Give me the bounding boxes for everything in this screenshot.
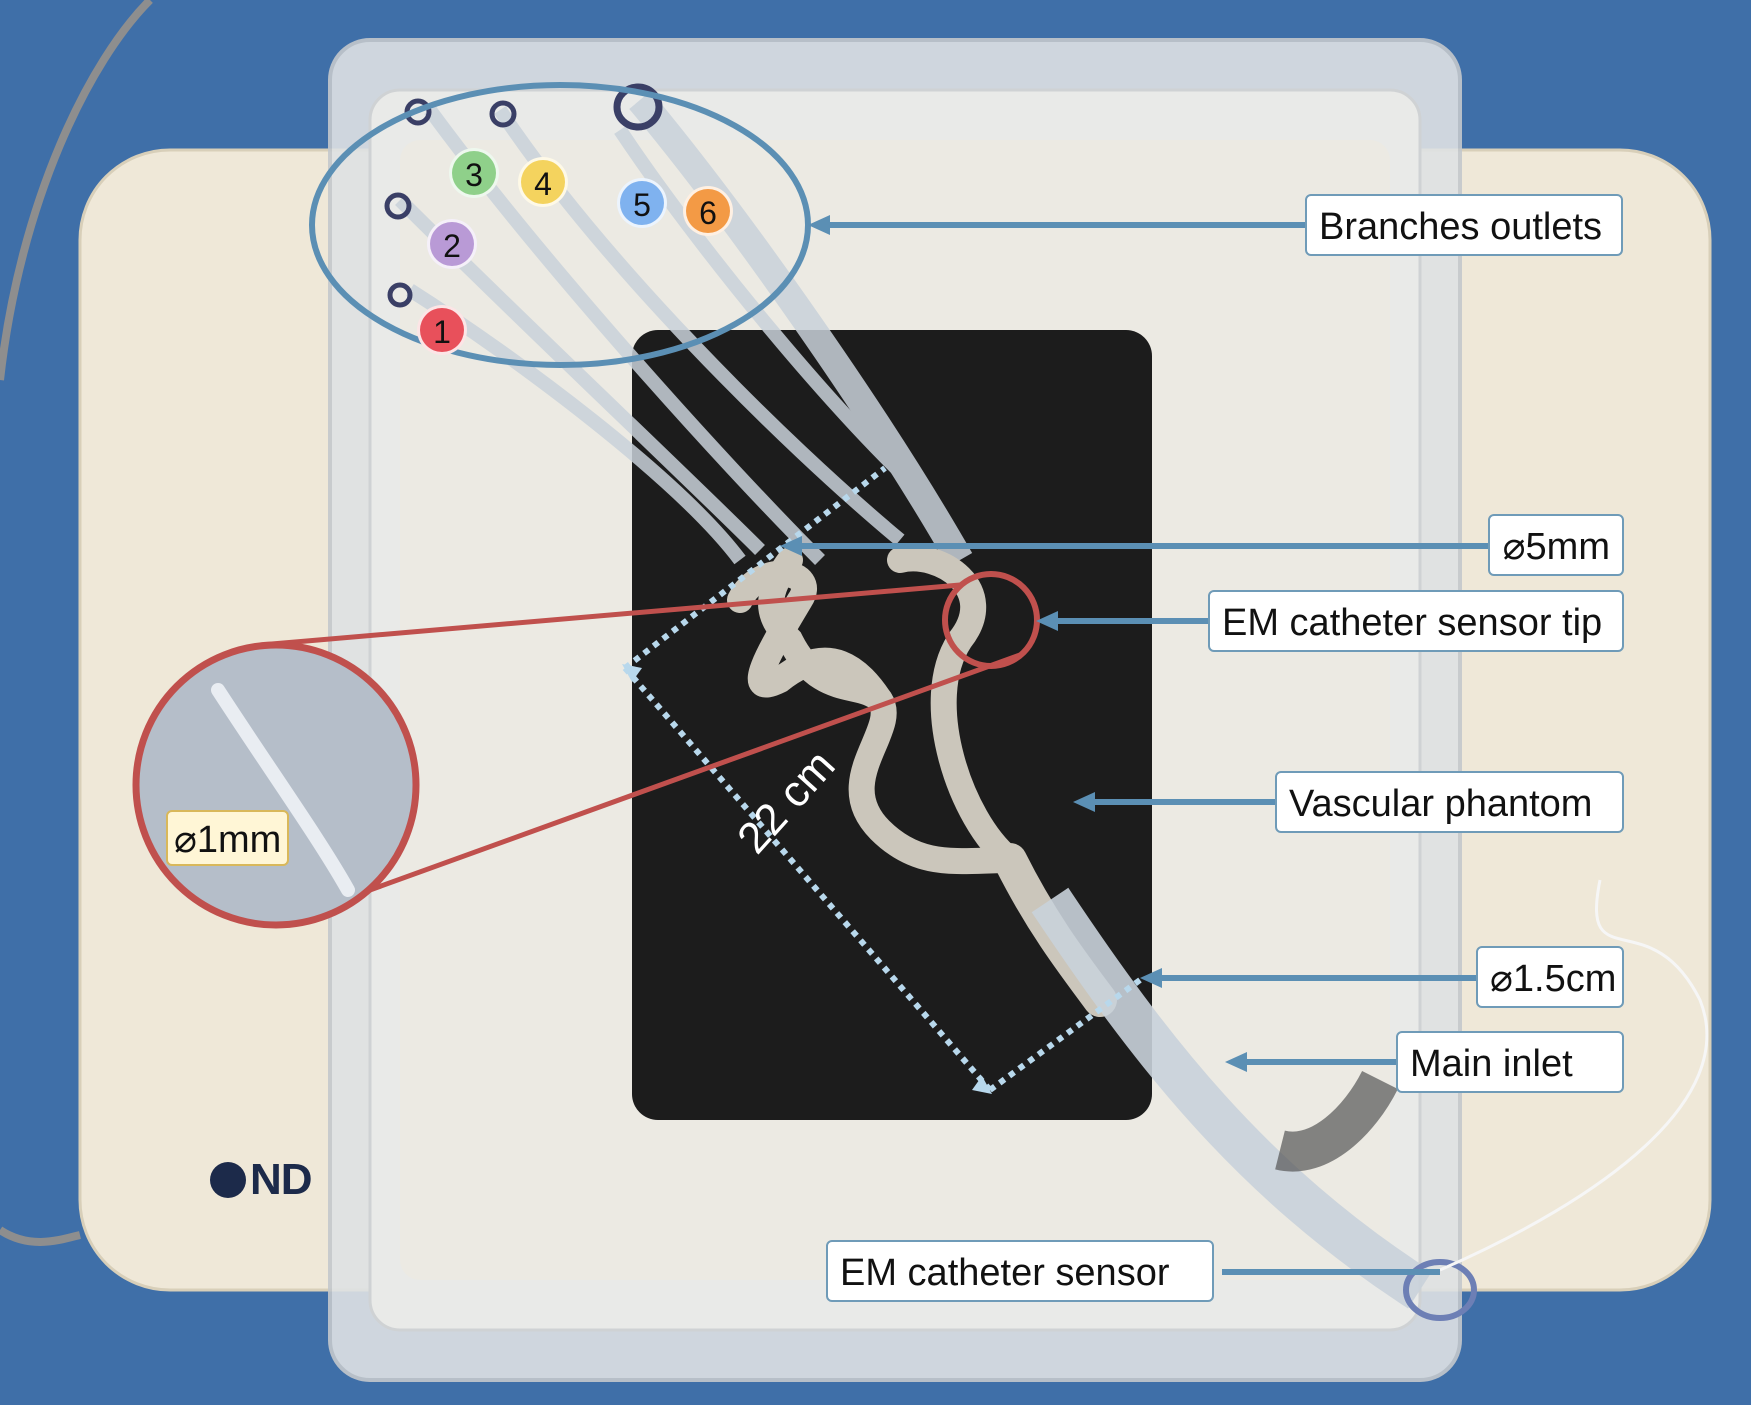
ndi-logo-globe-icon bbox=[210, 1162, 246, 1198]
branch-badge-4: 4 bbox=[518, 157, 568, 207]
callout-arrowheads bbox=[780, 215, 1247, 1072]
label-diameter-5mm: ⌀5mm bbox=[1488, 514, 1624, 576]
label-em-catheter-sensor: EM catheter sensor bbox=[826, 1240, 1214, 1302]
main-inlet-tube bbox=[1031, 887, 1432, 1309]
dimension-arrow-bottom bbox=[972, 1076, 992, 1094]
zoom-line-bottom bbox=[369, 652, 1021, 893]
tape bbox=[1275, 1070, 1398, 1172]
zoomed-catheter bbox=[211, 683, 355, 897]
label-vascular-phantom: Vascular phantom bbox=[1275, 771, 1624, 833]
label-branches-outlets: Branches outlets bbox=[1305, 194, 1623, 256]
tube-ends bbox=[384, 83, 663, 308]
callout-lines bbox=[786, 222, 1488, 1275]
main-inlet-end bbox=[1403, 1259, 1477, 1321]
branch-badge-6: 6 bbox=[683, 186, 733, 236]
cable-bottom bbox=[0, 1226, 81, 1246]
branch-badge-3: 3 bbox=[449, 148, 499, 198]
zoom-line-top bbox=[259, 582, 961, 648]
branch-badge-2: 2 bbox=[427, 219, 477, 269]
catheter-wire bbox=[1439, 879, 1709, 1272]
label-diameter-1-5cm: ⌀1.5cm bbox=[1476, 946, 1624, 1008]
branch-badge-1: 1 bbox=[417, 305, 467, 355]
dimension-arrow-top bbox=[622, 664, 642, 682]
label-em-catheter-sensor-tip: EM catheter sensor tip bbox=[1208, 590, 1624, 652]
dimension-lines bbox=[622, 465, 1142, 1093]
label-main-inlet: Main inlet bbox=[1396, 1031, 1624, 1093]
cable bbox=[0, 0, 153, 381]
ndi-logo: ND bbox=[250, 1155, 313, 1204]
label-diameter-1mm: ⌀1mm bbox=[166, 810, 290, 866]
branch-badge-5: 5 bbox=[617, 178, 667, 228]
